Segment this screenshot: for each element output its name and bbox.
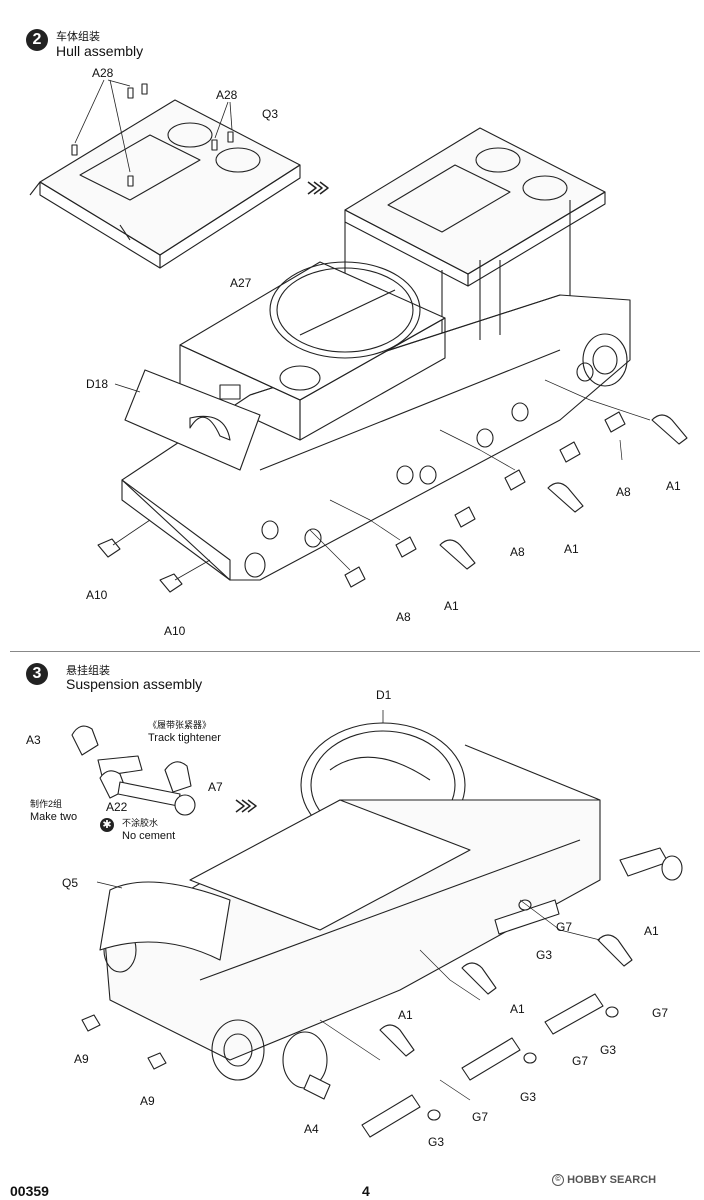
label-g7-b: G7 (652, 1006, 669, 1020)
suspension-mounts (261, 362, 594, 548)
label-g7-c: G7 (572, 1054, 589, 1068)
a9-parts (81, 1014, 167, 1070)
step-2-badge: 2 (26, 29, 48, 51)
no-cement-icon: ✱ (100, 818, 114, 832)
label-a1-mid: A1 (564, 542, 579, 556)
no-cement-cn: 不涂胶水 (122, 818, 159, 828)
label-a27: A27 (230, 276, 252, 290)
label-a8-right: A8 (616, 485, 631, 499)
track-tightener-note: 《履带张紧器》 Track tightener (148, 719, 221, 745)
label-a8-mid: A8 (510, 545, 525, 559)
watermark-text: HOBBY SEARCH (567, 1174, 657, 1186)
label-a1-low: A1 (444, 599, 459, 613)
step-3-badge: 3 (26, 663, 48, 685)
label-a4: A4 (304, 1122, 319, 1136)
hull-assembly-diagram (29, 79, 688, 593)
direction-chevrons (307, 181, 329, 195)
label-a1-right-step3: A1 (644, 924, 659, 938)
label-a9-bottom: A9 (140, 1094, 155, 1108)
a8-brackets (344, 411, 626, 588)
q3-deck-plate-left (29, 99, 301, 269)
step-3-title-cn: 悬挂组装 (66, 665, 110, 677)
direction-chevrons-step3 (235, 799, 257, 813)
label-a22: A22 (106, 800, 128, 814)
track-tightener-cn: 《履带张紧器》 (148, 720, 212, 730)
label-g3-d: G3 (428, 1135, 445, 1149)
make-two-en: Make two (30, 811, 78, 823)
label-a1-left-step3: A1 (398, 1008, 413, 1022)
page-number: 4 (362, 1183, 370, 1199)
label-g3-b: G3 (600, 1043, 617, 1057)
product-code: 00359 (10, 1183, 49, 1199)
d18-plate (114, 369, 261, 471)
label-a8-low: A8 (396, 610, 411, 624)
label-g3-a: G3 (536, 948, 553, 962)
a28-pegs (71, 83, 234, 187)
step3-hull-body (103, 744, 601, 1081)
no-cement-en: No cement (122, 830, 176, 842)
step-2-number: 2 (32, 31, 42, 48)
make-two-note: 制作2组 Make two (30, 798, 77, 824)
g7-caps (427, 899, 619, 1121)
track-tightener-en: Track tightener (148, 732, 221, 744)
label-a7: A7 (208, 780, 223, 794)
step-3-title-en: Suspension assembly (66, 676, 203, 692)
label-d18: D18 (86, 377, 109, 391)
make-two-cn: 制作2组 (30, 799, 63, 809)
a1-hubs-step3 (379, 934, 633, 1057)
g3-swing-arms (361, 899, 604, 1138)
q5-panel (96, 881, 231, 961)
a1-hubs (439, 414, 688, 570)
track-tightener-subassembly (71, 725, 196, 816)
a10-parts (97, 519, 211, 593)
label-g7-a: G7 (556, 920, 573, 934)
step-2-title-en: Hull assembly (56, 43, 144, 59)
label-a28-left: A28 (92, 66, 114, 80)
mounted-track-tightener (619, 847, 683, 881)
label-a3: A3 (26, 733, 41, 747)
watermark-icon: © (552, 1174, 564, 1187)
label-d1: D1 (376, 688, 392, 702)
step-3-number: 3 (32, 665, 42, 682)
watermark: © HOBBY SEARCH (552, 1174, 657, 1187)
label-g3-c: G3 (520, 1090, 537, 1104)
no-cement-note: 不涂胶水 No cement (122, 817, 175, 843)
step-2-title-cn: 车体组装 (56, 31, 100, 43)
label-q5: Q5 (62, 876, 79, 890)
label-a10-left: A10 (86, 588, 108, 602)
guide-lines (309, 379, 651, 571)
guide-lines-step3 (319, 899, 601, 1101)
label-g7-d: G7 (472, 1110, 489, 1124)
section-divider (10, 651, 700, 652)
label-a1-mid-step3: A1 (510, 1002, 525, 1016)
label-a28-right: A28 (216, 88, 238, 102)
a27-turret-base (179, 261, 446, 441)
label-q3: Q3 (262, 107, 279, 121)
label-a1-right: A1 (666, 479, 681, 493)
a4-sprocket (282, 1031, 331, 1100)
label-a10-bottom: A10 (164, 624, 186, 638)
label-a9-left: A9 (74, 1052, 89, 1066)
a28-leader-lines (74, 79, 233, 173)
